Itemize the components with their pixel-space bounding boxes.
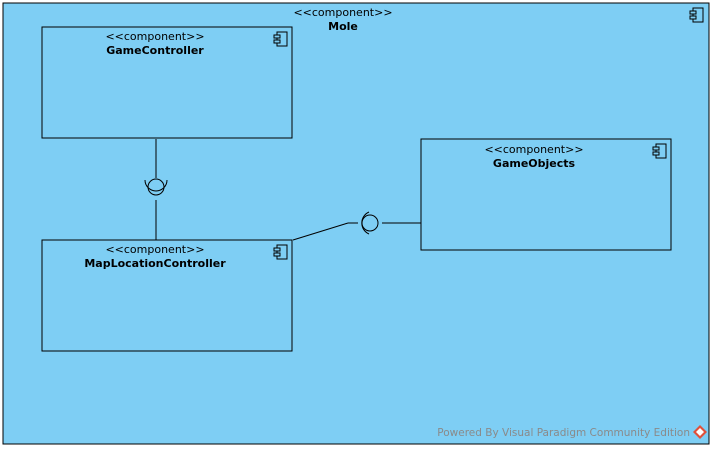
component-icon (689, 7, 704, 23)
component-icon (273, 244, 288, 260)
required-interface-socket (144, 179, 168, 192)
provided-interface-lollipop (361, 214, 379, 232)
footer-text: Powered By Visual Paradigm Community Edi… (437, 427, 690, 439)
component-name: GameController (106, 44, 204, 57)
outer-stereotype: <<component>> (293, 6, 392, 19)
provided-interface-lollipop (147, 178, 165, 196)
component-name: GameObjects (493, 157, 576, 170)
component-game-controller[interactable]: <<component>> GameController (41, 26, 293, 139)
interface-connector-gc-mlc[interactable] (144, 139, 168, 240)
component-name: MapLocationController (84, 257, 226, 270)
component-icon (652, 143, 667, 159)
footer: Powered By Visual Paradigm Community Edi… (437, 425, 707, 439)
visual-paradigm-logo-icon (693, 425, 707, 439)
component-icon (273, 31, 288, 47)
interface-connector-mlc-go[interactable] (292, 211, 421, 241)
component-stereotype: <<component>> (484, 143, 583, 156)
component-map-location-controller[interactable]: <<component>> MapLocationController (41, 239, 293, 352)
component-stereotype: <<component>> (105, 243, 204, 256)
component-stereotype: <<component>> (105, 30, 204, 43)
component-game-objects[interactable]: <<component>> GameObjects (420, 138, 672, 251)
outer-component-name: Mole (328, 20, 358, 33)
